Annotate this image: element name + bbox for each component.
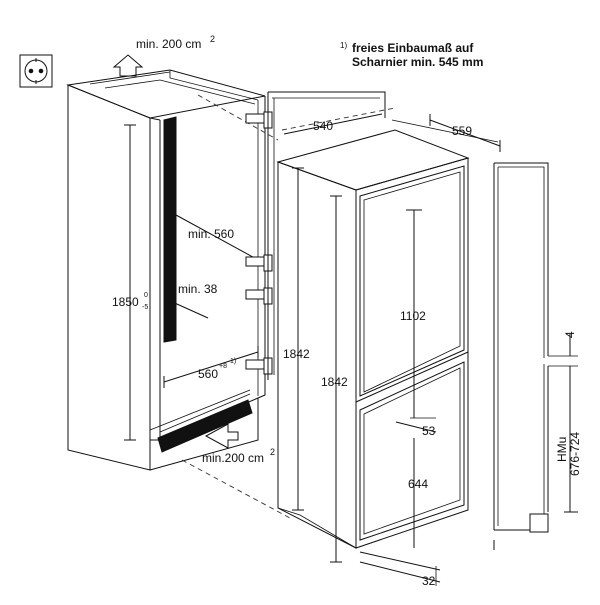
width-560-note: 1): [230, 358, 236, 365]
height-1842-left-label: 1842: [283, 347, 310, 361]
dimension-hmu: [564, 366, 578, 513]
depth-559-label: 559: [452, 124, 472, 138]
height-1842-right-label: 1842: [321, 375, 348, 389]
height-1850-tolerance-sup: 0: [144, 292, 148, 299]
dimension-32: [359, 551, 441, 586]
height-1102-label: 1102: [400, 309, 426, 323]
footnote-line-1: freies Einbaumaß auf: [352, 41, 474, 55]
dimension-width-560: [163, 346, 259, 388]
hmu-label-line-2: 676-724: [568, 432, 582, 476]
open-door-panel: [267, 91, 386, 380]
bottom-vent-label: min.200 cm: [202, 451, 264, 465]
dimension-min-38: [165, 295, 209, 319]
refrigerator-appliance: [276, 129, 470, 549]
dimension-depth-540: [283, 113, 383, 135]
height-644-label: 644: [408, 477, 428, 491]
footnote-line-2: Scharnier min. 545 mm: [352, 55, 483, 69]
min-38-label: min. 38: [178, 282, 218, 296]
bottom-vent-label-sup: 2: [270, 447, 275, 457]
footnote-marker: 1): [340, 41, 347, 50]
alignment-dashed-line: [281, 107, 396, 131]
power-socket-icon: [19, 54, 53, 88]
dimension-height-1842-left: [292, 167, 304, 511]
top-vent-label-sup: 2: [210, 34, 215, 44]
dimension-4: [548, 334, 578, 367]
airflow-in-arrow-icon: [204, 423, 239, 449]
dim-53-label: 53: [422, 424, 436, 438]
min-560-label: min. 560: [188, 227, 234, 241]
dim-32-label: 32: [422, 574, 436, 588]
height-1850-tolerance-sub: -5: [142, 304, 148, 311]
height-1850-label: 1850: [112, 295, 139, 309]
kitchen-cabinet-niche: [66, 69, 266, 471]
depth-540-label: 540: [313, 119, 333, 133]
alignment-dashed-line: [197, 94, 279, 141]
dimension-depth-559: [391, 114, 501, 152]
width-560-label: 560: [198, 367, 218, 381]
dimension-height-1842-right: [330, 195, 342, 563]
dimension-height-1850: [124, 124, 136, 441]
hmu-label-line-1: HMu: [555, 437, 569, 462]
alignment-dashed-line: [181, 459, 291, 519]
dimension-53: [395, 417, 437, 433]
top-vent-label: min. 200 cm: [136, 37, 201, 51]
width-560-sup: +8: [219, 363, 227, 370]
airflow-up-arrow-icon: [112, 54, 144, 77]
dimension-height-1102: [406, 209, 422, 418]
dim-4-label: 4: [563, 331, 577, 338]
side-section-profile: [493, 162, 549, 550]
